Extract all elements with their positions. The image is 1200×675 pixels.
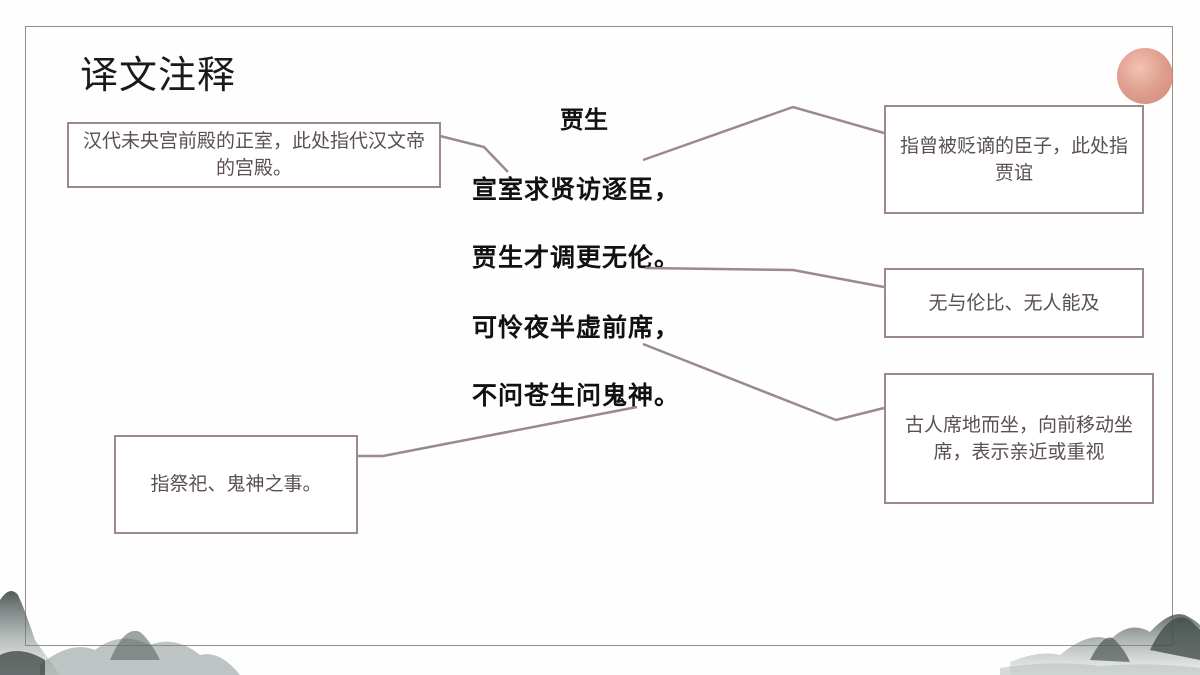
red-sun-decoration — [1117, 48, 1173, 104]
note-xuanshi: 汉代未央宫前殿的正室，此处指代汉文帝的宫殿。 — [67, 122, 441, 188]
poem-line-2: 贾生才调更无伦。 — [472, 243, 681, 272]
poem-title: 贾生 — [560, 105, 608, 134]
note-qianxi: 古人席地而坐，向前移动坐席，表示亲近或重视 — [884, 373, 1154, 504]
poem-line-1: 宣室求贤访逐臣， — [472, 175, 681, 204]
slide-title: 译文注释 — [80, 53, 237, 97]
slide-frame — [25, 26, 1173, 646]
note-wulun: 无与伦比、无人能及 — [884, 268, 1144, 338]
note-zhuchen: 指曾被贬谪的臣子，此处指贾谊 — [884, 105, 1144, 214]
poem-line-3: 可怜夜半虚前席， — [472, 313, 681, 342]
note-guishen: 指祭祀、鬼神之事。 — [114, 435, 358, 534]
poem-line-4: 不问苍生问鬼神。 — [472, 381, 681, 410]
